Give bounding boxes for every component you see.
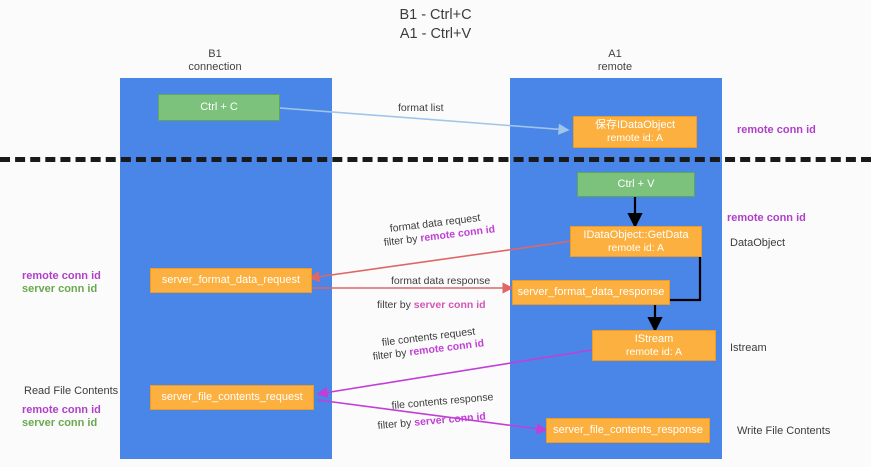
column-header-a1: A1 remote [555,48,675,74]
box-server-file-contents-request[interactable]: server_file_contents_request [150,385,314,410]
box-getdata-label: IDataObject::GetData [583,228,689,241]
box-server-file-contents-request-label: server_file_contents_request [161,391,303,403]
box-server-file-contents-response[interactable]: server_file_contents_response [546,418,710,443]
page-title: B1 - Ctrl+C A1 - Ctrl+V [0,6,871,44]
annotation-remote-conn-id-top: remote conn id [737,124,816,136]
box-idataobject-top-remote-id: remote id: A [606,132,664,144]
annotation-left-server-conn-id-mid: server conn id [22,283,98,295]
phase-divider [0,157,871,162]
column-header-b1-name: B1 [208,48,222,60]
annotation-dataobject: DataObject [730,237,786,249]
filter-key-server-conn-id: server conn id [413,299,486,311]
edge-label-format-data-response-filter: filter by server conn id [377,298,486,312]
annotation-read-file-contents: Read File Contents [24,385,119,397]
annotation-write-file-contents: Write File Contents [737,425,831,437]
box-istream-remote-id: remote id: A [625,345,683,358]
page-title-line-1: B1 - Ctrl+C [399,7,472,23]
box-server-format-data-response[interactable]: server_format_data_response [512,280,670,305]
connector-file-contents-request [316,349,593,399]
column-header-a1-name: A1 [608,48,622,60]
box-idataobject-top-label: 保存IDataObject [594,119,676,131]
box-server-format-data-request[interactable]: server_format_data_request [150,268,312,293]
annotation-remote-conn-id-mid: remote conn id [727,212,806,224]
column-header-a1-role: remote [597,61,633,73]
box-getdata-remote-id: remote id: A [607,241,665,254]
filter-prefix: filter by [377,299,414,311]
column-header-b1: B1 connection [155,48,275,74]
connector-getdata-to-istream [647,255,702,333]
box-server-file-contents-response-label: server_file_contents_response [553,424,703,436]
annotation-istream: Istream [730,342,767,354]
annotation-left-remote-conn-id-mid: remote conn id [22,270,101,282]
box-ctrl-c-label: Ctrl + C [200,101,238,113]
column-header-b1-role: connection [188,61,242,73]
connector-format-data-request [308,240,573,283]
box-ctrl-c[interactable]: Ctrl + C [158,94,280,121]
box-istream[interactable]: IStream remote id: A [592,330,716,361]
box-istream-label: IStream [634,332,674,345]
annotation-left-remote-conn-id-bottom: remote conn id [22,404,101,416]
connector-format-list [279,107,570,135]
edge-label-format-data-response: format data response [391,275,491,287]
filter-prefix: filter by [377,416,415,432]
box-ctrl-v-label: Ctrl + V [617,178,655,190]
box-server-format-data-request-label: server_format_data_request [161,274,301,286]
box-getdata[interactable]: IDataObject::GetData remote id: A [570,226,702,257]
connector-file-contents-response [317,399,548,435]
box-idataobject-top[interactable]: 保存IDataObject remote id: A [573,116,697,148]
edge-label-format-list: format list [398,102,444,114]
box-server-format-data-response-label: server_format_data_response [517,286,665,298]
annotation-left-server-conn-id-bottom: server conn id [22,417,98,429]
box-ctrl-v[interactable]: Ctrl + V [577,172,695,197]
page-title-line-2: A1 - Ctrl+V [399,26,472,42]
